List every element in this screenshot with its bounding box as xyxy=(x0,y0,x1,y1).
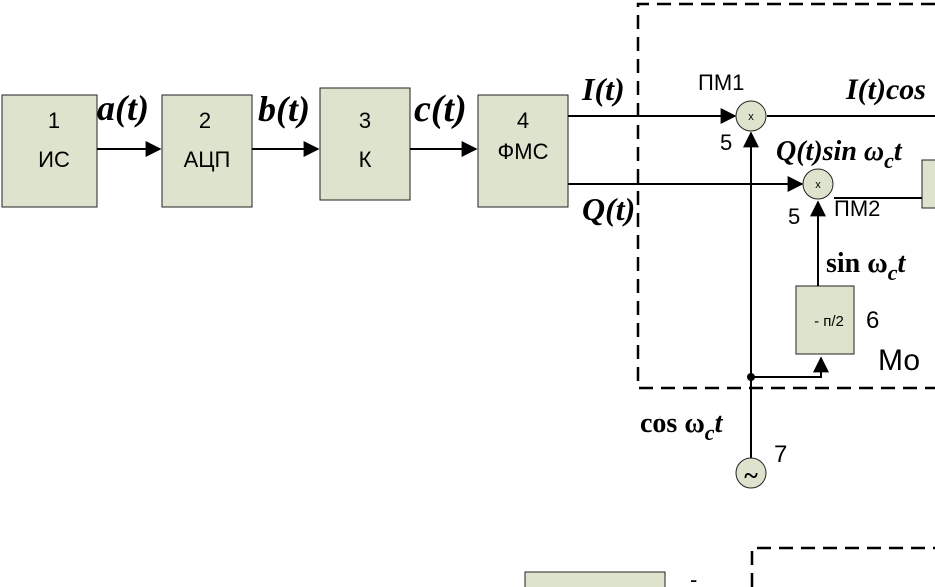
signal-c: c(t) xyxy=(414,88,467,130)
block-number: 4 xyxy=(517,108,529,133)
label-6: 6 xyxy=(866,307,879,334)
block-adc: 2 АЦП xyxy=(161,94,253,208)
block-label: АЦП xyxy=(184,147,231,172)
signal-b: b(t) xyxy=(258,89,310,129)
signal-sin: sin ωct xyxy=(826,248,906,285)
label-pm1: ПМ1 xyxy=(698,70,744,95)
block-right-partial xyxy=(921,159,935,209)
label-5-top: 5 xyxy=(720,130,732,155)
lower-boundary xyxy=(750,546,935,587)
label-5-bottom: 5 xyxy=(788,204,800,229)
block-label: - п/2 xyxy=(814,313,844,330)
oscillator: ~ xyxy=(735,457,767,490)
block-coder: 3 К xyxy=(319,87,411,201)
multiplier-pm1: x xyxy=(735,100,767,132)
block-label: ФМС xyxy=(498,139,549,164)
block-phase-shifter: - п/2 xyxy=(795,285,855,355)
modulator-boundary xyxy=(636,2,935,390)
block-fms: 4 ФМС xyxy=(477,94,569,208)
block-number: 2 xyxy=(199,108,211,133)
junction-dot xyxy=(747,373,755,381)
tilde-icon: ~ xyxy=(744,461,758,490)
multiplier-pm2: x xyxy=(802,168,834,200)
signal-cos: cos ωct xyxy=(640,408,724,445)
signal-q-sin: Q(t)sin ωct xyxy=(776,136,903,173)
wire-to-shifter xyxy=(751,356,829,378)
label-7: 7 xyxy=(774,441,787,468)
block-source: 1 ИС xyxy=(1,94,98,208)
signal-i-cos: I(t)cos xyxy=(845,73,926,106)
block-number: 1 xyxy=(48,108,60,133)
signal-i: I(t) xyxy=(581,71,625,107)
label-modulator: Мо xyxy=(878,344,920,377)
signal-a: a(t) xyxy=(97,88,149,128)
block-number: 3 xyxy=(359,108,371,133)
multiply-icon: x xyxy=(815,179,821,191)
signal-q: Q(t) xyxy=(582,191,635,227)
label-pm2: ПМ2 xyxy=(834,196,880,221)
block-label: К xyxy=(359,147,372,172)
multiply-icon: x xyxy=(748,111,754,123)
label-dash: - xyxy=(690,567,697,587)
block-label: ИС xyxy=(38,147,70,172)
block-bottom-partial xyxy=(524,571,666,587)
